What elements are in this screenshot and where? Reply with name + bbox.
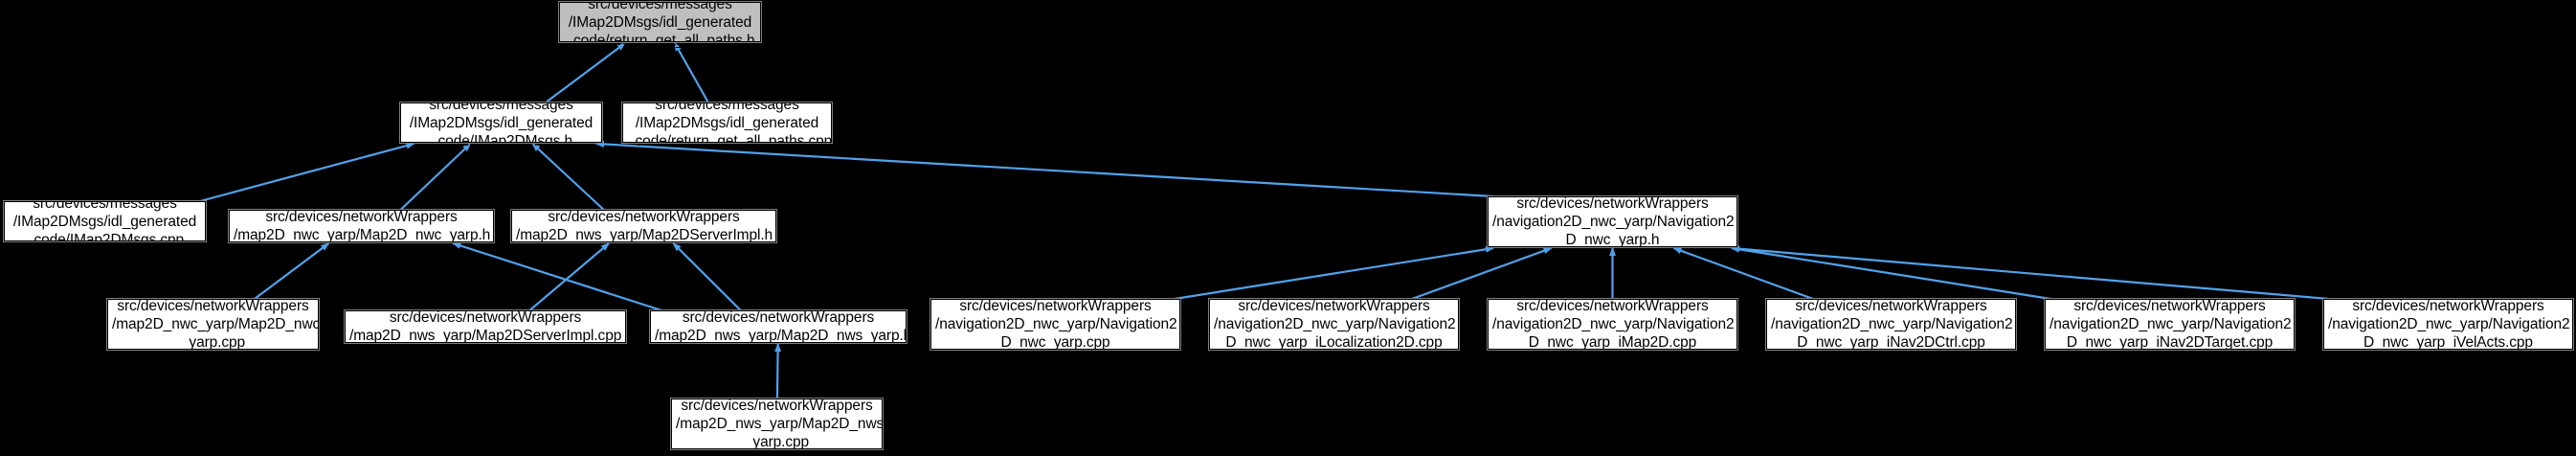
graph-edge-return_get_all_paths_cpp-to-return_get_all_paths_h: [673, 42, 709, 103]
graph-node-label: src/devices/networkWrappers /navigation2…: [2050, 298, 2292, 351]
graph-node-navigation2d_nwc_yarp_h[interactable]: src/devices/networkWrappers /navigation2…: [1487, 195, 1738, 248]
graph-node-label: src/devices/messages /IMap2DMsgs/idl_gen…: [12, 194, 197, 248]
graph-edge-map2d_nws_yarp_h-to-map2dserverimpl_h: [672, 242, 742, 311]
graph-edge-map2d_nws_yarp_h-to-map2d_nwc_yarp_h: [452, 241, 662, 312]
graph-edge-navigation2d_nwc_yarp_inav2dtarget_cpp-to-navigation2d_nwc_yarp_h: [1731, 245, 2051, 301]
graph-node-navigation2d_nwc_yarp_inav2dtarget_cpp[interactable]: src/devices/networkWrappers /navigation2…: [2044, 298, 2296, 351]
graph-node-navigation2d_nwc_yarp_imap2d_cpp[interactable]: src/devices/networkWrappers /navigation2…: [1487, 298, 1738, 351]
graph-node-label: src/devices/messages /IMap2DMsgs/idl_gen…: [409, 96, 594, 149]
graph-node-map2d_nwc_yarp_h[interactable]: src/devices/networkWrappers /map2D_nwc_y…: [228, 209, 495, 243]
graph-edge-navigation2d_nwc_yarp_h-to-imap2dmsgs_h: [595, 140, 1494, 198]
graph-node-label: src/devices/networkWrappers /navigation2…: [935, 298, 1177, 351]
graph-node-imap2dmsgs_h[interactable]: src/devices/messages /IMap2DMsgs/idl_gen…: [399, 97, 603, 149]
graph-node-label: src/devices/networkWrappers /navigation2…: [1492, 195, 1735, 248]
graph-node-label: src/devices/networkWrappers /map2D_nws_y…: [349, 309, 622, 344]
graph-edge-map2dserverimpl_cpp-to-map2dserverimpl_h: [528, 242, 610, 311]
graph-edge-navigation2d_nwc_yarp_ilocalization2d_cpp-to-navigation2d_nwc_yarp_h: [1411, 246, 1553, 301]
graph-node-navigation2d_nwc_yarp_ivelacts_cpp[interactable]: src/devices/networkWrappers /navigation2…: [2322, 298, 2574, 351]
graph-node-navigation2d_nwc_yarp_ilocalization2d_cpp[interactable]: src/devices/networkWrappers /navigation2…: [1208, 298, 1460, 351]
graph-node-map2dserverimpl_cpp[interactable]: src/devices/networkWrappers /map2D_nws_y…: [344, 309, 627, 344]
graph-edge-map2dserverimpl_h-to-imap2dmsgs_h: [531, 143, 605, 211]
graph-node-label: src/devices/networkWrappers /map2D_nwc_y…: [112, 298, 321, 351]
graph-edge-imap2dmsgs_h-to-return_get_all_paths_h: [545, 42, 626, 103]
graph-node-label: src/devices/networkWrappers /map2D_nwc_y…: [234, 209, 491, 243]
graph-edge-map2d_nwc_yarp_cpp-to-map2d_nwc_yarp_h: [254, 242, 330, 300]
graph-node-return_get_all_paths_h[interactable]: src/devices/messages /IMap2DMsgs/idl_gen…: [558, 0, 762, 49]
graph-node-return_get_all_paths_cpp[interactable]: src/devices/messages /IMap2DMsgs/idl_gen…: [621, 97, 833, 149]
graph-node-label: src/devices/networkWrappers /navigation2…: [1492, 298, 1735, 351]
graph-node-map2d_nws_yarp_cpp[interactable]: src/devices/networkWrappers /map2D_nws_y…: [670, 398, 885, 450]
graph-node-label: src/devices/networkWrappers /map2D_nws_y…: [655, 309, 912, 344]
graph-node-navigation2d_nwc_yarp_cpp[interactable]: src/devices/networkWrappers /navigation2…: [930, 298, 1181, 351]
graph-edge-map2d_nws_yarp_cpp-to-map2d_nws_yarp_h: [774, 343, 782, 399]
graph-node-map2d_nwc_yarp_cpp[interactable]: src/devices/networkWrappers /map2D_nwc_y…: [106, 298, 321, 351]
graph-node-label: src/devices/networkWrappers /navigation2…: [2328, 298, 2570, 351]
graph-node-label: src/devices/networkWrappers /navigation2…: [1771, 298, 2013, 351]
graph-edge-imap2dmsgs_cpp-to-imap2dmsgs_h: [199, 142, 415, 203]
graph-node-map2dserverimpl_h[interactable]: src/devices/networkWrappers /map2D_nws_y…: [510, 209, 777, 243]
graph-edge-navigation2d_nwc_yarp_ivelacts_cpp-to-navigation2d_nwc_yarp_h: [1731, 245, 2330, 301]
graph-edge-navigation2d_nwc_yarp_inav2dctrl_cpp-to-navigation2d_nwc_yarp_h: [1672, 246, 1814, 301]
graph-node-label: src/devices/networkWrappers /map2D_nws_y…: [516, 209, 773, 243]
graph-node-navigation2d_nwc_yarp_inav2dctrl_cpp[interactable]: src/devices/networkWrappers /navigation2…: [1765, 298, 2017, 351]
graph-node-label: src/devices/messages /IMap2DMsgs/idl_gen…: [565, 0, 755, 49]
graph-node-label: src/devices/networkWrappers /navigation2…: [1214, 298, 1456, 351]
graph-node-imap2dmsgs_cpp[interactable]: src/devices/messages /IMap2DMsgs/idl_gen…: [3, 195, 207, 248]
graph-edge-navigation2d_nwc_yarp_cpp-to-navigation2d_nwc_yarp_h: [1174, 245, 1494, 301]
graph-node-label: src/devices/networkWrappers /map2D_nws_y…: [676, 398, 885, 450]
graph-node-map2d_nws_yarp_h[interactable]: src/devices/networkWrappers /map2D_nws_y…: [649, 309, 912, 344]
graph-node-label: src/devices/messages /IMap2DMsgs/idl_gen…: [627, 96, 833, 149]
graph-edge-map2d_nwc_yarp_h-to-imap2dmsgs_h: [399, 143, 472, 211]
